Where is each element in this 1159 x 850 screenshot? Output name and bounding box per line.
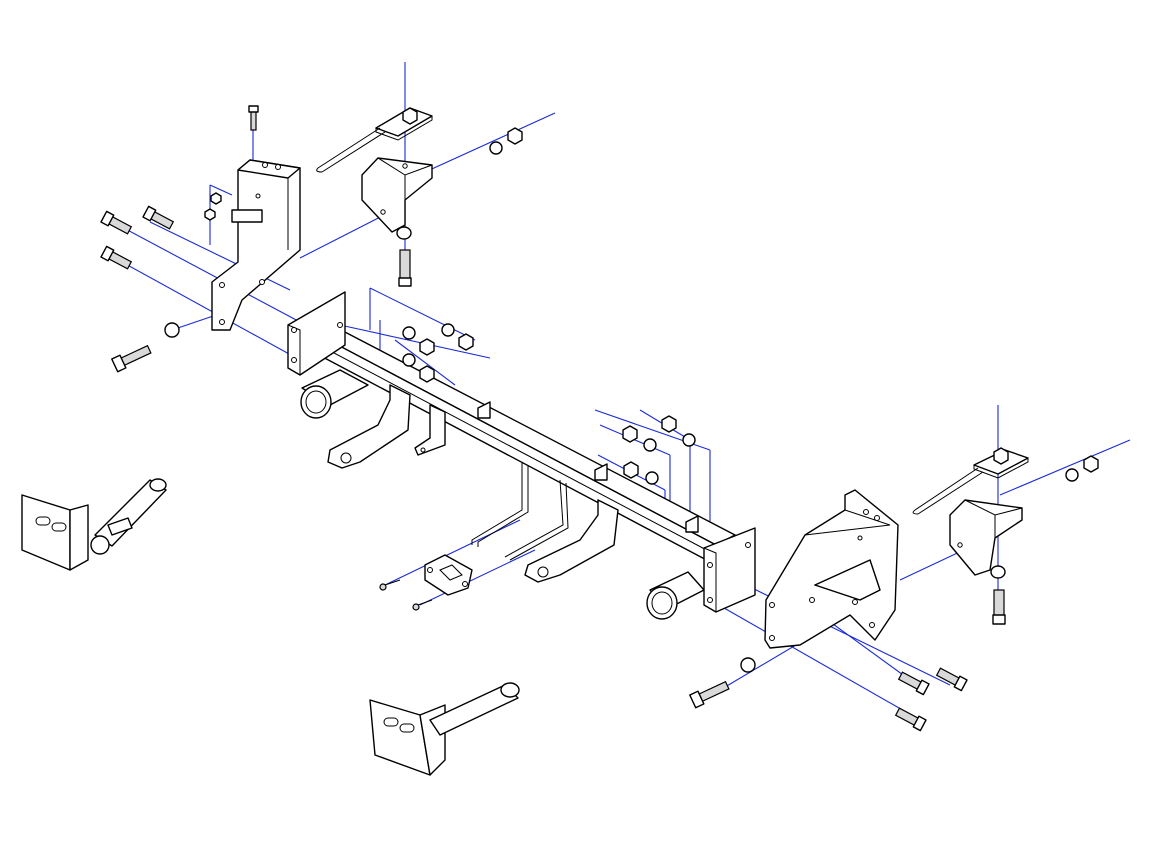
left-upper-clamp xyxy=(316,107,433,233)
safety-cable-loops xyxy=(471,462,569,561)
left-receiver-tube xyxy=(300,369,369,419)
right-upper-clamp xyxy=(912,449,1029,576)
left-vehicle-bracket xyxy=(211,159,301,331)
right-receiver-tube xyxy=(646,571,705,620)
center-plate-screws xyxy=(379,579,433,611)
right-tow-tab xyxy=(524,499,619,583)
nuts-and-washers xyxy=(164,107,1099,673)
bolts xyxy=(100,105,1006,732)
removable-tab-bottom xyxy=(369,682,520,776)
center-plate xyxy=(424,554,473,596)
left-tow-tab xyxy=(327,384,446,469)
main-crossbar xyxy=(287,291,756,613)
removable-tab-left xyxy=(21,478,167,571)
right-vehicle-bracket xyxy=(764,489,899,649)
assembly-axis-lines xyxy=(117,62,1131,721)
